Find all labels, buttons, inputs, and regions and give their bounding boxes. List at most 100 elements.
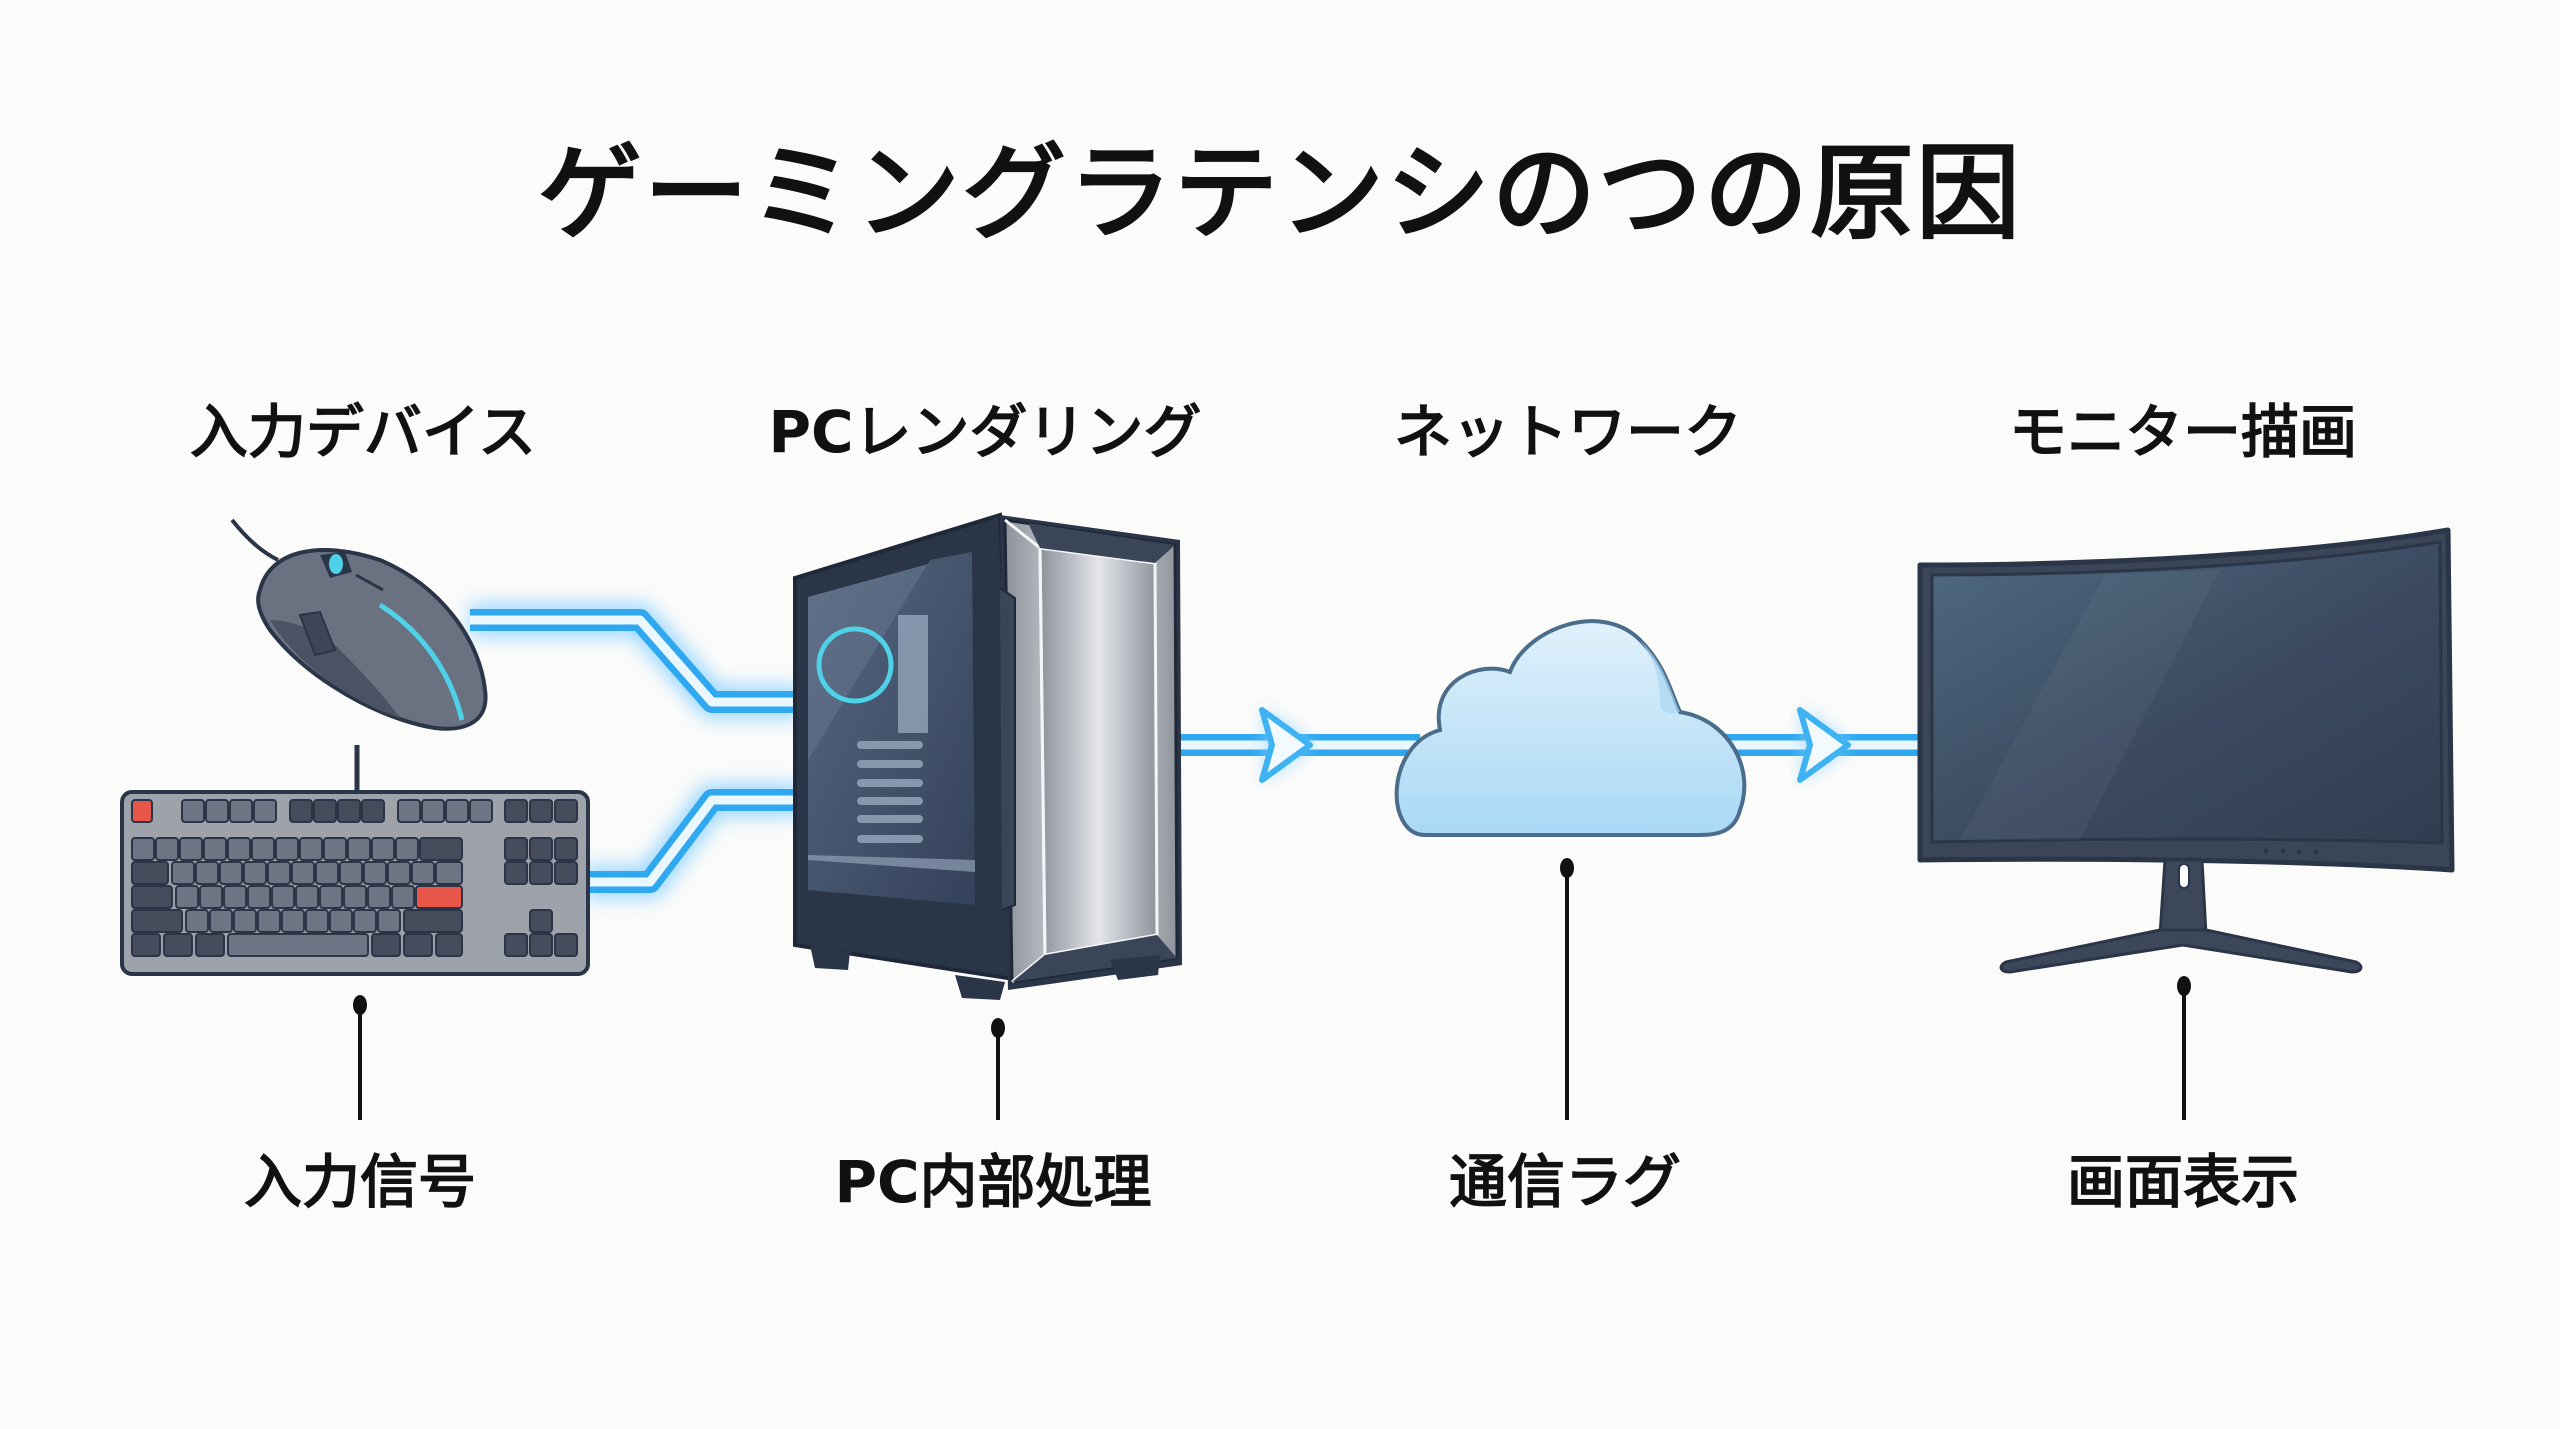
keycap [377,909,401,933]
keycap [209,909,233,933]
keycap [419,837,463,861]
stage-label-input: 入力デバイス [189,398,537,466]
keycap [171,861,195,885]
keycap [343,885,367,909]
keycap [229,799,253,823]
signal-line-mouse-to-pc [470,603,800,719]
keycap [271,885,295,909]
keycap [251,837,275,861]
keycap [131,933,161,957]
arrow-right-icon [1259,707,1313,783]
keycap [305,909,329,933]
keycap [253,799,277,823]
keycap [367,885,391,909]
keycap [371,933,401,957]
keycap [395,837,419,861]
keycap [291,861,315,885]
keycap [391,885,415,909]
keycap [403,909,463,933]
keycap [529,933,553,957]
keycap [163,933,193,957]
keycap [131,885,173,909]
leader-line-monitor [2177,976,2191,1120]
keyboard-icon [120,790,590,976]
keycap [529,909,553,933]
monitor-icon [1917,527,2455,974]
keycap [179,837,203,861]
pc-tower-icon [793,512,1182,1000]
keycap [554,837,578,861]
keycap [421,799,445,823]
keycap [281,909,305,933]
keycap [195,861,219,885]
keycap [131,861,169,885]
keycap [529,861,553,885]
keycap [195,933,225,957]
keycap [131,909,183,933]
keycap [529,837,553,861]
keycap [199,885,223,909]
keycap [295,885,319,909]
keycap [205,799,229,823]
keycap [319,885,343,909]
keycap [504,799,528,823]
keycap [131,799,153,823]
keycap [131,837,155,861]
keycap [347,837,371,861]
keycap [275,837,299,861]
cause-label-network: 通信ラグ [1448,1148,1681,1216]
keycap [397,799,421,823]
keycap [435,933,463,957]
keycap [504,861,528,885]
keycap [243,861,267,885]
keycap [223,885,247,909]
keycap [411,861,435,885]
cloud-icon [1394,619,1747,837]
keycap [219,861,243,885]
keycap [469,799,493,823]
keycap [267,861,291,885]
leader-line-pc [991,1018,1005,1120]
keycap [257,909,281,933]
diagram-title: ゲーミングラテンシのつの原因 [537,132,2022,254]
keycap [371,837,395,861]
keycap [233,909,257,933]
cause-label-input: 入力信号 [243,1148,476,1216]
keycap [554,799,578,823]
keycap [504,933,528,957]
keycap [181,799,205,823]
keycap [361,799,385,823]
keycap [185,909,209,933]
keycap [155,837,179,861]
keycap [529,799,553,823]
keycap [554,933,578,957]
keycap [227,837,251,861]
keycap [339,861,363,885]
keycap [504,837,528,861]
keycap [415,885,463,909]
keycap [435,861,463,885]
keycap [445,799,469,823]
keycap [203,837,227,861]
keycap [323,837,347,861]
keycap [315,861,339,885]
cause-label-pc: PC内部処理 [834,1148,1152,1216]
keycap [554,861,578,885]
keycap [299,837,323,861]
stage-label-monitor: モニター描画 [2008,398,2357,466]
leader-line-network [1560,858,1574,1120]
leader-line-input [353,995,367,1120]
keycap [387,861,411,885]
stage-label-pc: PCレンダリング [768,398,1202,466]
signal-line-keyboard-to-pc [585,783,800,899]
mouse-icon [230,518,488,731]
keycap [313,799,337,823]
cause-label-monitor: 画面表示 [2066,1148,2299,1216]
keycap [353,909,377,933]
arrow-right-icon [1797,707,1851,783]
keycap [337,799,361,823]
keycap [329,909,353,933]
keycap [403,933,433,957]
keycap [289,799,313,823]
stage-label-network: ネットワーク [1393,398,1742,466]
